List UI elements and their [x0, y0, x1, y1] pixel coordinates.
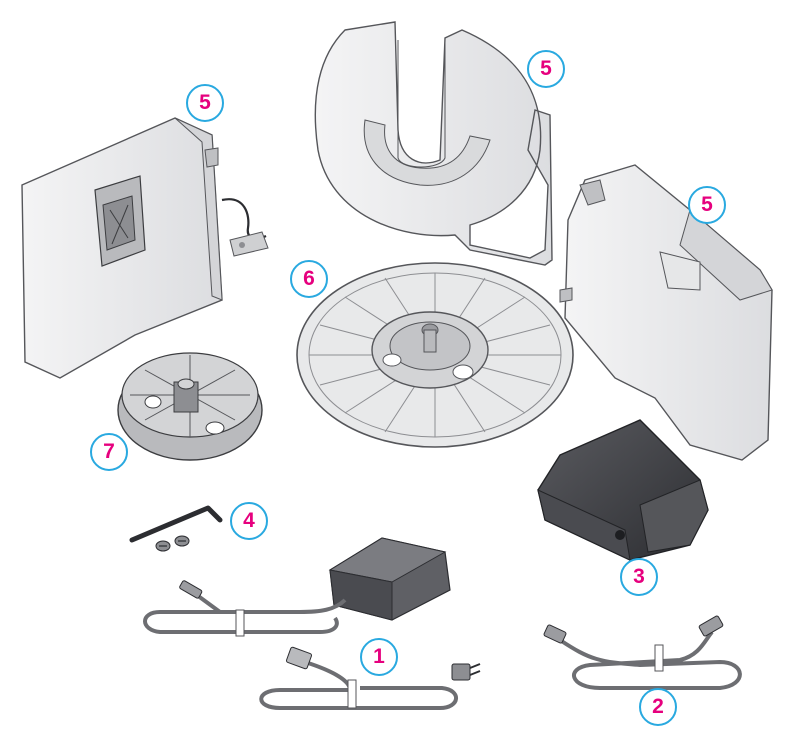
callout-3-cartridge: 3	[620, 558, 658, 596]
usb-cable	[543, 615, 742, 690]
callout-1-power-adapter: 1	[360, 638, 398, 676]
right-enclosure-panel	[559, 164, 773, 461]
top-curved-bracket	[314, 21, 553, 266]
callout-4-hex-key: 4	[230, 502, 268, 540]
callout-5-right-panel: 5	[688, 186, 726, 224]
small-hub	[117, 352, 263, 461]
callout-5-top-bracket: 5	[527, 50, 565, 88]
power-adapter-and-cord	[143, 537, 481, 710]
ink-cartridge	[537, 419, 709, 561]
callout-6-reel: 6	[290, 260, 328, 298]
callout-7-hub: 7	[90, 433, 128, 471]
screw-icon	[155, 540, 171, 552]
hex-key-and-screws	[129, 505, 223, 552]
left-enclosure-panel	[21, 117, 269, 379]
screw-icon	[174, 535, 190, 547]
large-reel	[296, 262, 574, 448]
callout-5-left-panel: 5	[186, 84, 224, 122]
callout-2-usb-cable: 2	[639, 688, 677, 726]
